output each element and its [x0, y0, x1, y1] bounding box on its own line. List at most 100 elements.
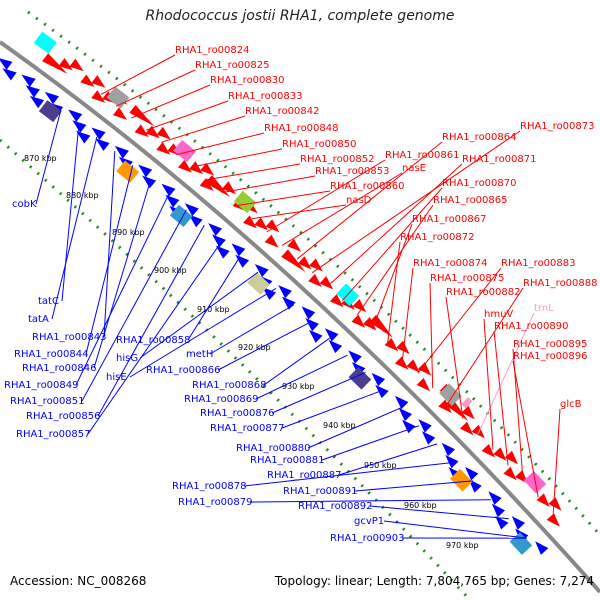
forward-gene-arrow — [329, 294, 344, 308]
forward-gene-label: RHA1_ro00848 — [264, 123, 339, 134]
forward-gene-label: RHA1_ro00861 — [385, 150, 460, 161]
reverse-gene-arrow — [488, 491, 502, 505]
label-leader-line — [100, 54, 176, 95]
forward-gene-arrow — [156, 141, 171, 155]
forward-gene-arrow — [264, 234, 279, 248]
label-leader-line — [311, 130, 521, 274]
reverse-gene-arrow — [138, 164, 153, 178]
label-leader-line — [369, 505, 509, 520]
label-leader-line — [209, 304, 295, 355]
reverse-gene-label: RHA1_ro00868 — [192, 380, 267, 391]
forward-gene-label: nasD — [346, 195, 372, 206]
reverse-gene-label: RHA1_ro00858 — [116, 335, 191, 346]
forward-gene-arrow — [396, 340, 410, 355]
forward-gene-arrow — [504, 450, 519, 465]
label-leader-line — [429, 282, 434, 389]
forward-gene-arrow — [287, 238, 302, 252]
reverse-gene-arrow — [371, 372, 386, 387]
forward-gene-arrow — [58, 58, 73, 71]
reverse-gene-label: RHA1_ro00880 — [236, 443, 311, 454]
forward-gene-arrow — [189, 161, 203, 175]
forward-gene-arrow — [394, 356, 409, 370]
forward-gene-label: RHA1_ro00842 — [245, 106, 320, 117]
reverse-gene-arrow — [511, 516, 526, 530]
label-leader-line — [483, 318, 494, 450]
reverse-gene-arrow — [421, 431, 436, 445]
reverse-gene-label: hisE — [106, 372, 127, 383]
reverse-gene-label: RHA1_ro00876 — [200, 408, 275, 419]
reverse-gene-label: tatA — [28, 314, 49, 325]
forward-gene-arrow — [352, 298, 367, 313]
reverse-gene-arrow — [188, 214, 203, 228]
reverse-gene-arrow — [278, 285, 292, 299]
label-leader-line — [552, 408, 561, 514]
label-leader-line — [445, 296, 464, 419]
forward-gene-arrow — [281, 249, 306, 272]
reverse-gene-label: RHA1_ro00903 — [330, 533, 405, 544]
label-leader-line — [477, 312, 535, 435]
forward-gene-arrow — [481, 443, 495, 458]
label-leader-line — [493, 330, 509, 466]
reverse-gene-arrow — [184, 203, 199, 217]
forward-gene-arrow — [91, 75, 106, 88]
feature-box — [348, 367, 372, 390]
label-leader-line — [131, 84, 211, 119]
reverse-gene-label: RHA1_ro00866 — [146, 365, 221, 376]
forward-gene-label: RHA1_ro00872 — [400, 232, 475, 243]
label-leader-line — [236, 190, 331, 207]
label-leader-line — [115, 69, 196, 107]
reverse-gene-arrow — [418, 419, 432, 433]
forward-gene-label: RHA1_ro00871 — [462, 154, 537, 165]
forward-gene-label: RHA1_ro00873 — [520, 121, 595, 132]
forward-gene-arrow — [112, 107, 128, 120]
label-leader-line — [161, 115, 246, 143]
reverse-gene-label: RHA1_ro00856 — [26, 411, 101, 422]
forward-gene-arrow — [297, 256, 312, 270]
reverse-gene-arrow — [398, 407, 412, 422]
reverse-gene-arrow — [281, 296, 296, 310]
feature-box — [38, 100, 62, 123]
label-leader-line — [97, 224, 205, 417]
forward-gene-label: RHA1_ro00895 — [513, 339, 588, 350]
label-leader-line — [271, 372, 366, 414]
reverse-gene-arrow — [95, 138, 110, 151]
label-leader-line — [103, 150, 116, 338]
forward-gene-arrow — [156, 126, 171, 140]
label-leader-line — [321, 425, 420, 461]
forward-gene-label: trnL — [534, 303, 554, 314]
label-leader-line — [251, 204, 347, 220]
feature-box — [509, 532, 533, 555]
reverse-gene-arrow — [91, 127, 106, 141]
forward-gene-label: RHA1_ro00890 — [494, 321, 569, 332]
forward-gene-arrow — [69, 58, 84, 72]
label-leader-line — [281, 172, 403, 246]
reverse-gene-arrow — [44, 91, 59, 105]
reverse-gene-label: tatC — [38, 296, 59, 307]
forward-gene-arrow — [461, 405, 475, 420]
reverse-gene-arrow — [21, 74, 36, 87]
forward-gene-arrow — [199, 178, 214, 191]
genome-backbone — [0, 40, 600, 594]
forward-gene-arrow — [309, 258, 323, 272]
reverse-gene-label: RHA1_ro00887 — [267, 470, 342, 481]
reverse-gene-arrow — [76, 131, 91, 144]
forward-gene-arrow — [416, 377, 431, 392]
reverse-gene-label: RHA1_ro00851 — [10, 396, 85, 407]
feature-box — [233, 190, 257, 214]
reverse-gene-arrow — [231, 243, 246, 257]
reverse-gene-arrow — [142, 175, 157, 189]
forward-gene-arrow — [438, 399, 452, 413]
reverse-gene-arrow — [441, 442, 456, 457]
reverse-gene-label: RHA1_ro00881 — [250, 455, 325, 466]
outer-guide-dots — [27, 10, 600, 536]
label-leader-line — [326, 163, 463, 287]
label-leader-line — [139, 271, 259, 359]
feature-box — [169, 204, 193, 228]
forward-gene-arrow — [243, 215, 257, 229]
forward-gene-label: RHA1_ro00875 — [430, 273, 505, 284]
label-leader-line — [93, 179, 152, 369]
reverse-gene-label: gcvP1 — [354, 516, 384, 527]
label-leader-line — [255, 354, 348, 400]
label-leader-line — [512, 360, 539, 498]
